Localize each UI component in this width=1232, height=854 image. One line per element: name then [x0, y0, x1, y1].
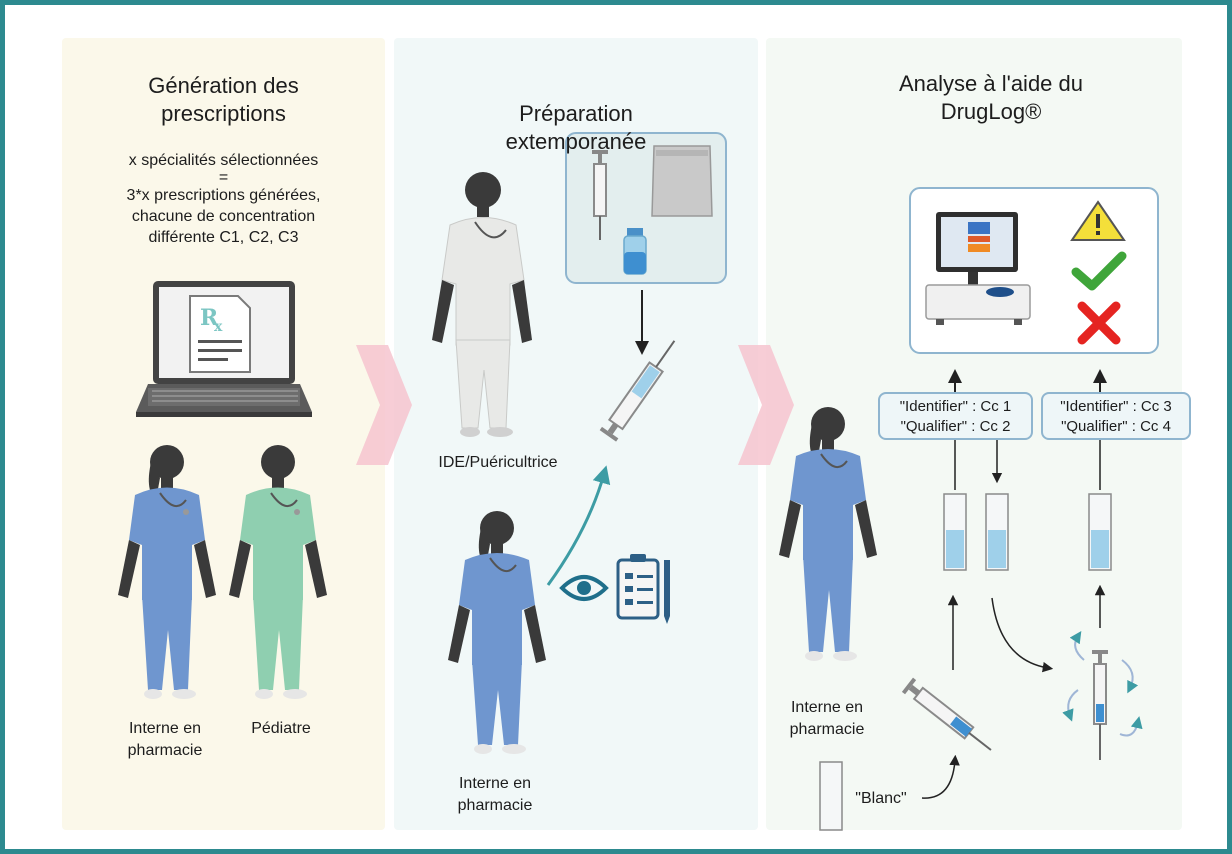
description-line-1: x spécialités sélectionnées: [128, 152, 319, 169]
identifier-box-1: "Identifier" : Cc 1 "Qualifier" : Cc 2: [878, 392, 1033, 440]
person-label-intern-1-line1: Interne en: [128, 720, 202, 737]
syringe-icon: [592, 150, 608, 240]
blank-cuvette-icon: [819, 761, 843, 831]
description-line-2: =: [218, 169, 229, 186]
person-label-intern-3-line2: pharmacie: [789, 721, 865, 738]
person-label-intern-3: Interne en pharmacie: [772, 697, 882, 741]
panel-1-description: x spécialités sélectionnées = 3*x prescr…: [62, 150, 385, 248]
blank-cuvette-label: "Blanc": [855, 790, 907, 807]
person-intern-pharmacy-3: [779, 407, 877, 661]
identifier-box-2: "Identifier" : Cc 3 "Qualifier" : Cc 4: [1041, 392, 1191, 440]
panel-2-title: Préparation extemporanée: [394, 100, 758, 156]
identifier-box-1-line2: "Qualifier" : Cc 2: [900, 418, 1011, 435]
person-nurse-white-coat: [432, 172, 532, 437]
panel-prescription-generation: [62, 38, 385, 830]
person-label-intern-3-line1: Interne en: [790, 699, 864, 716]
person-intern-pharmacy-1: [118, 445, 216, 699]
arrow-blank-to-syringe: [921, 754, 960, 799]
person-label-nurse: IDE/Puéricultrice: [438, 454, 558, 471]
laptop-prescription-icon: R x: [136, 281, 312, 417]
cuvette-icon: [1088, 493, 1112, 571]
description-line-5: différente C1, C2, C3: [148, 229, 299, 246]
person-intern-pharmacy-2: [448, 511, 546, 754]
identifier-box-2-line2: "Qualifier" : Cc 4: [1061, 418, 1171, 435]
vial-icon: [623, 228, 647, 275]
teal-verification-arrow: [546, 465, 611, 586]
check-icon: [1071, 251, 1127, 291]
description-line-4: chacune de concentration: [131, 208, 316, 225]
cuvette-icon: [985, 493, 1009, 571]
person-label-intern-1-line2: pharmacie: [127, 742, 203, 759]
eye-icon: [559, 575, 609, 601]
description-line-3: 3*x prescriptions générées,: [126, 187, 321, 204]
svg-text:x: x: [214, 319, 223, 335]
checklist-icon: [616, 554, 670, 624]
panel-3-title-line1: Analyse à l'aide du: [899, 71, 1083, 96]
panel-3-title-line2: DrugLog®: [940, 99, 1042, 124]
svg-text:R: R: [200, 305, 219, 331]
person-pediatrician: [229, 445, 327, 699]
person-label-intern-1: Interne en pharmacie: [110, 718, 220, 762]
panel-1-title-line1: Génération des: [148, 73, 299, 98]
syringe-icon: [901, 677, 992, 751]
druglog-device-icon: [925, 212, 1031, 325]
panel-2-title-line1: Préparation: [519, 101, 633, 126]
person-label-intern-2-line1: Interne en: [458, 775, 532, 792]
panel-3-title: Analyse à l'aide du DrugLog®: [846, 70, 1136, 126]
person-label-intern-2-line2: pharmacie: [457, 797, 533, 814]
chevron-arrow-1: [356, 345, 412, 465]
panel-1-title-line2: prescriptions: [161, 101, 286, 126]
cuvette-icon: [943, 493, 967, 571]
prepared-syringe-icon: [599, 340, 676, 442]
identifier-box-1-line1: "Identifier" : Cc 1: [899, 398, 1012, 415]
panel-1-title: Génération des prescriptions: [62, 72, 385, 128]
person-label-intern-2: Interne en pharmacie: [440, 773, 550, 817]
cross-icon: [1077, 301, 1121, 345]
mixing-syringe-icon: [1062, 631, 1143, 760]
identifier-box-2-line1: "Identifier" : Cc 3: [1060, 398, 1172, 415]
powder-sachet-icon: [651, 145, 713, 217]
arrow-cuvette2-to-mix: [991, 597, 1054, 673]
chevron-arrow-2: [738, 345, 794, 465]
panel-2-title-line2: extemporanée: [505, 129, 647, 154]
warning-icon: [1070, 200, 1126, 241]
person-label-pediatrician: Pédiatre: [251, 720, 311, 737]
